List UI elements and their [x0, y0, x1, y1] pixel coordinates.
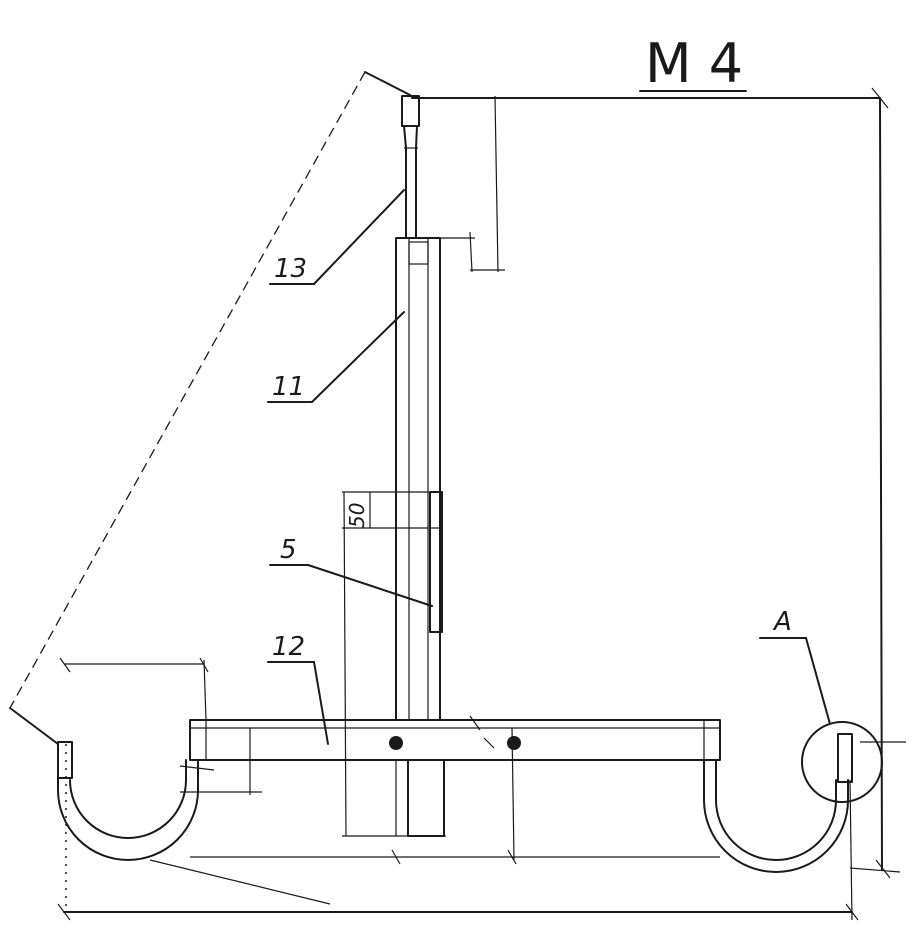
post-lower-dimension	[343, 491, 347, 837]
tick-bottom-mid	[391, 849, 401, 865]
post-11	[395, 237, 441, 721]
callout-a-leader	[805, 637, 831, 725]
left-hook-inner	[69, 759, 187, 839]
right-dimension-line	[879, 97, 883, 871]
bottom-dimension-divider	[511, 727, 515, 861]
left-hook-leader	[149, 859, 331, 905]
dim-50-label: 50	[345, 503, 369, 528]
right-extension	[849, 779, 853, 921]
right-hook-inner	[715, 759, 837, 861]
callout-13-leader	[313, 189, 405, 285]
left-hook-thread	[57, 741, 73, 779]
bolt-left	[389, 736, 403, 750]
bolt-tick-1	[469, 715, 481, 731]
callout-5: 5	[280, 535, 297, 565]
diagonal-centerline	[9, 71, 366, 709]
rod-13-tip	[401, 95, 420, 127]
left-hook-extension	[203, 659, 207, 721]
diagonal-bottom-leader	[9, 707, 59, 745]
post-base	[407, 759, 445, 837]
tick-top-right	[871, 87, 889, 109]
callout-13: 13	[274, 254, 307, 284]
left-hook-outer	[57, 743, 199, 861]
bolt-tick-2	[483, 737, 495, 749]
upper-dimension-line	[494, 95, 499, 273]
right-dimension-extension	[849, 867, 901, 873]
tick-bottom-right-mid	[507, 849, 517, 865]
callout-12: 12	[272, 632, 305, 662]
callout-5-leader	[307, 564, 433, 607]
tick-bottom-left	[57, 903, 71, 921]
callout-11-leader	[311, 311, 405, 403]
tick-bottom-right	[875, 859, 891, 879]
detail-circle-a	[801, 721, 883, 803]
drawing-title: М 4	[645, 32, 743, 95]
beam-12	[189, 719, 721, 761]
diagonal-top-leader	[364, 71, 411, 96]
rod-13	[403, 125, 418, 239]
left-hook-tick-left	[59, 657, 71, 673]
right-hook-outer	[703, 759, 849, 873]
bolt-right	[507, 736, 521, 750]
callout-11: 11	[272, 372, 305, 402]
callout-a: А	[772, 607, 792, 637]
post-11-cap	[408, 241, 429, 265]
callout-12-leader	[313, 661, 329, 745]
right-hook-thread	[837, 733, 853, 783]
upper-dimension-small	[469, 231, 473, 273]
